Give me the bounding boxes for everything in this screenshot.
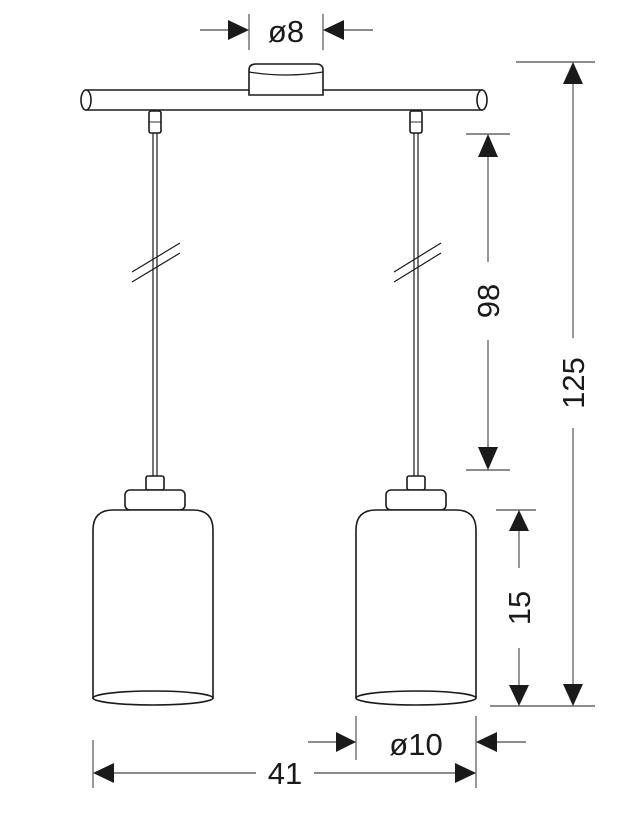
arrow-left-icon [323, 20, 344, 40]
arrow-down-icon [478, 447, 498, 470]
left-cable-clamp [148, 110, 162, 134]
right-cable [413, 133, 419, 476]
arrow-up-icon [478, 134, 498, 157]
arrow-up-icon [509, 510, 529, 531]
total-height-label: 125 [556, 357, 591, 409]
arrow-right-icon [228, 20, 249, 40]
shade-diameter-dimension: ø10 [308, 716, 526, 762]
left-shade [92, 475, 214, 706]
arrow-left-icon [93, 763, 114, 783]
right-cable-clamp [409, 110, 423, 134]
left-cable [152, 133, 158, 476]
shade-height-label: 15 [502, 591, 537, 625]
arrow-down-icon [563, 684, 583, 706]
arrow-right-icon [455, 763, 476, 783]
canopy-diameter-label: ø8 [268, 14, 304, 49]
arrow-right-icon [336, 732, 356, 752]
cable-length-label: 98 [471, 284, 506, 318]
canopy-diameter-dimension: ø8 [200, 14, 373, 50]
arrow-up-icon [563, 62, 583, 84]
shade-diameter-label: ø10 [389, 727, 442, 762]
total-width-label: 41 [268, 756, 302, 791]
ceiling-bar [80, 89, 488, 111]
right-cable-break-mark [393, 242, 442, 283]
arrow-left-icon [476, 732, 497, 752]
shade-height-dimension: 15 [496, 509, 537, 707]
ceiling-canopy [248, 63, 324, 96]
right-shade [355, 475, 477, 706]
cable-length-dimension: 98 [466, 133, 510, 471]
total-width-dimension: 41 [92, 740, 477, 791]
total-height-dimension: 125 [490, 61, 595, 707]
arrow-down-icon [509, 685, 529, 706]
left-cable-break-mark [131, 242, 181, 283]
